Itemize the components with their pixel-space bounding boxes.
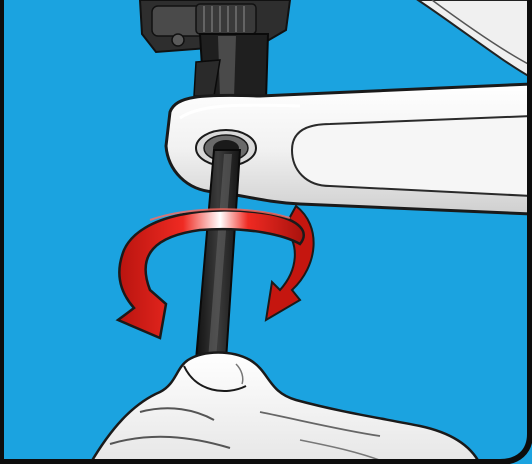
chainring-line bbox=[431, 0, 532, 67]
hand-icon bbox=[88, 351, 482, 464]
pedal-icon bbox=[138, 0, 292, 101]
rotation-arrow-front bbox=[115, 208, 305, 340]
crank-arm-icon bbox=[164, 82, 532, 216]
